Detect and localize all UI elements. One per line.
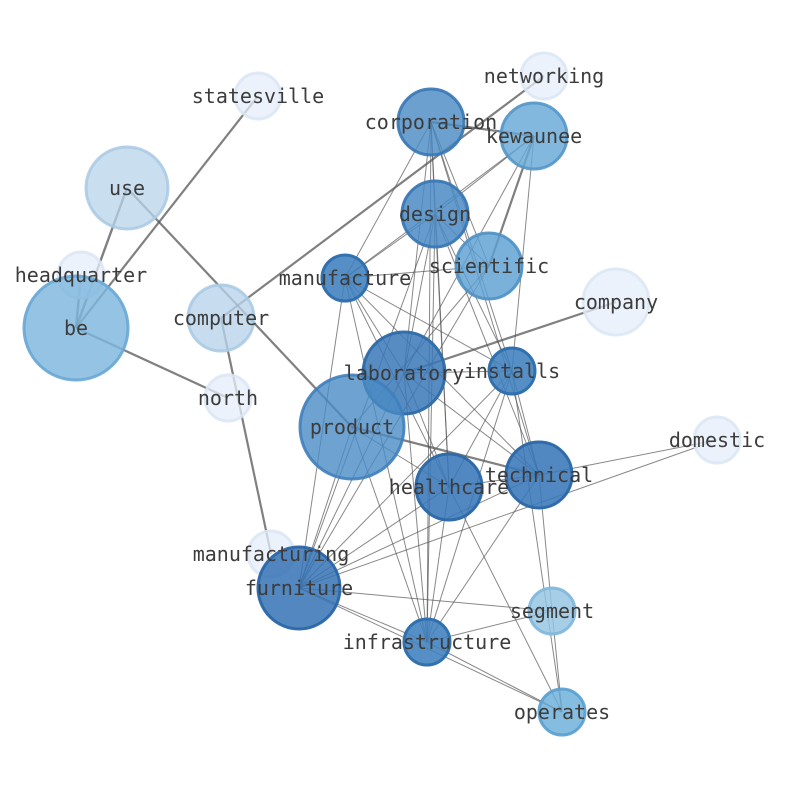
- node-label-laboratory: laboratory: [344, 361, 464, 385]
- edge-installs-furniture: [298, 370, 513, 589]
- edge-domestic-furniture: [298, 439, 718, 589]
- node-infrastructure: [402, 617, 452, 667]
- node-domestic: [692, 415, 742, 465]
- node-design: [400, 179, 470, 249]
- node-label-product: product: [310, 415, 394, 439]
- node-label-be: be: [64, 316, 88, 340]
- node-label-segment: segment: [510, 599, 594, 623]
- node-furniture: [256, 545, 342, 631]
- node-technical: [504, 440, 574, 510]
- node-label-infrastructure: infrastructure: [343, 630, 512, 654]
- node-label-north: north: [198, 386, 258, 410]
- node-label-headquarter: headquarter: [15, 263, 147, 287]
- edge-manufacture-installs: [344, 277, 513, 372]
- node-computer: [186, 283, 256, 353]
- label-layer: networking statesville corporationkewaunee…: [15, 64, 765, 724]
- node-label-healthcare: healthcare: [389, 475, 509, 499]
- node-be: [22, 274, 130, 382]
- edge-installs-operates: [511, 370, 563, 713]
- node-label-installs: installs: [464, 359, 560, 383]
- node-label-domestic: domestic: [669, 428, 765, 452]
- node-use: [84, 145, 170, 231]
- edge-laboratory-infrastructure: [403, 372, 428, 643]
- edge-computer-manufacturing: [219, 317, 273, 555]
- edge-design-technical: [434, 213, 540, 476]
- edge-infrastructure-operates: [426, 641, 563, 713]
- edge-design-healthcare: [434, 213, 450, 488]
- node-corporation: [396, 87, 466, 157]
- node-company: [581, 267, 651, 337]
- node-label-use: use: [109, 176, 145, 200]
- node-label-company: company: [574, 290, 658, 314]
- node-layer: [22, 51, 742, 737]
- node-segment: [527, 586, 577, 636]
- node-label-technical: technical: [485, 463, 593, 487]
- node-label-manufacturing: manufacturing: [193, 542, 350, 566]
- node-kewaunee: [499, 101, 569, 171]
- node-label-scientific: scientific: [429, 254, 549, 278]
- node-label-statesville: statesville: [192, 84, 324, 108]
- node-label-design: design: [399, 202, 471, 226]
- node-manufacture: [320, 253, 370, 303]
- node-label-kewaunee: kewaunee: [486, 124, 582, 148]
- edge-computer-networking: [220, 75, 545, 319]
- node-label-networking: networking: [484, 64, 604, 88]
- node-product: [298, 373, 406, 481]
- node-operates: [537, 687, 587, 737]
- node-label-manufacture: manufacture: [279, 266, 411, 290]
- edge-kewaunee-installs: [511, 135, 535, 372]
- node-label-corporation: corporation: [365, 110, 497, 134]
- edge-healthcare-operates: [448, 486, 563, 713]
- edge-technical-furniture: [298, 474, 540, 589]
- node-label-operates: operates: [514, 700, 610, 724]
- node-north: [203, 373, 253, 423]
- node-scientific: [454, 231, 524, 301]
- node-label-furniture: furniture: [245, 576, 353, 600]
- node-statesville: [233, 71, 283, 121]
- node-networking: [519, 51, 569, 101]
- edge-design-infrastructure: [426, 213, 436, 643]
- node-label-computer: computer: [173, 306, 269, 330]
- node-installs: [487, 346, 537, 396]
- node-healthcare: [414, 452, 484, 522]
